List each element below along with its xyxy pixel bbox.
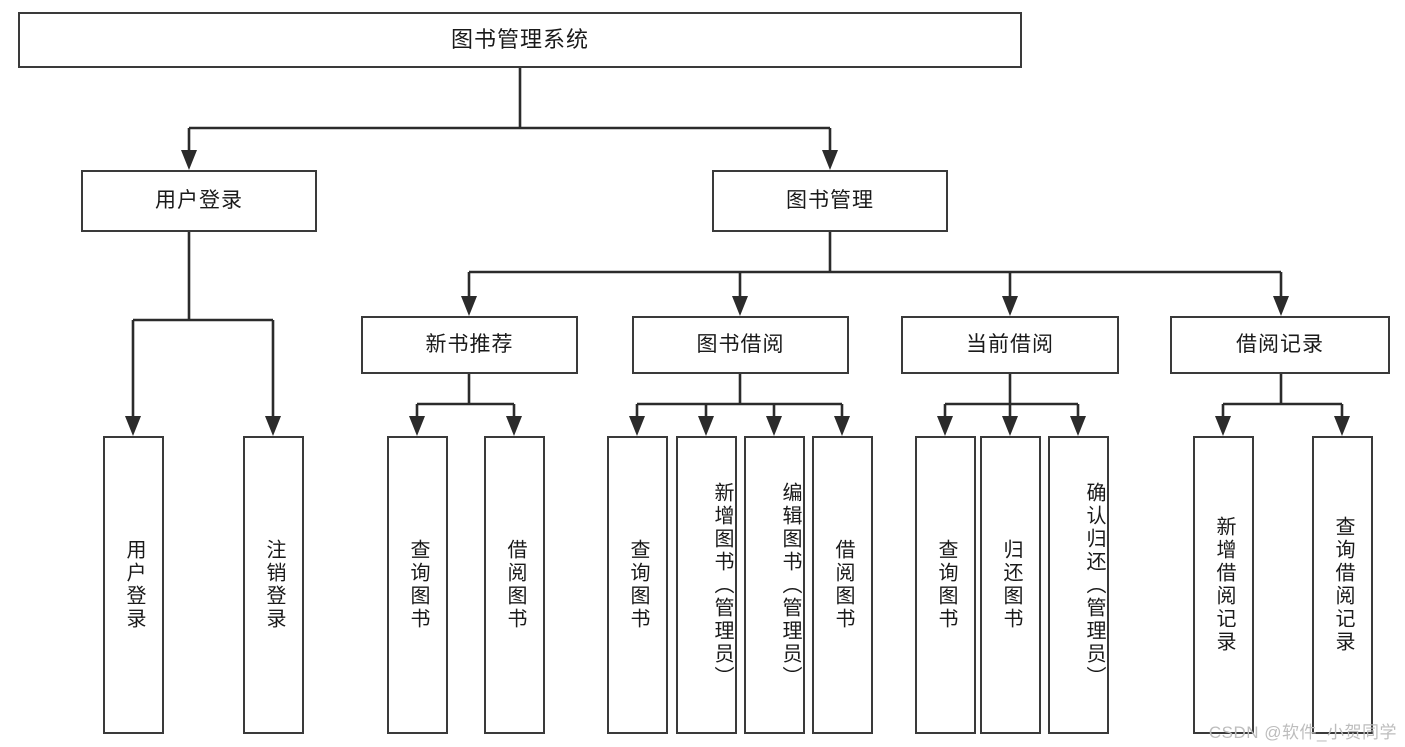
leaf-book-borrow-add[interactable]: 新增图书（管理员） (676, 436, 737, 734)
leaf-current-borrow-return[interactable]: 归还图书 (980, 436, 1041, 734)
leaf-book-borrow-edit[interactable]: 编辑图书（管理员） (744, 436, 805, 734)
leaf-user-login-logout[interactable]: 注销登录 (243, 436, 304, 734)
node-new-book-recommend[interactable]: 新书推荐 (361, 316, 578, 374)
leaf-new-book-query[interactable]: 查询图书 (387, 436, 448, 734)
leaf-new-book-borrow[interactable]: 借阅图书 (484, 436, 545, 734)
node-current-borrow[interactable]: 当前借阅 (901, 316, 1119, 374)
node-user-login[interactable]: 用户登录 (81, 170, 317, 232)
node-book-management[interactable]: 图书管理 (712, 170, 948, 232)
leaf-current-borrow-confirm-return[interactable]: 确认归还（管理员） (1048, 436, 1109, 734)
leaf-user-login-login[interactable]: 用户登录 (103, 436, 164, 734)
node-book-borrow[interactable]: 图书借阅 (632, 316, 849, 374)
leaf-borrow-record-query[interactable]: 查询借阅记录 (1312, 436, 1373, 734)
leaf-current-borrow-query[interactable]: 查询图书 (915, 436, 976, 734)
leaf-book-borrow-borrow[interactable]: 借阅图书 (812, 436, 873, 734)
watermark-text: CSDN @软件_小贺同学 (1208, 723, 1397, 742)
leaf-borrow-record-add[interactable]: 新增借阅记录 (1193, 436, 1254, 734)
node-root[interactable]: 图书管理系统 (18, 12, 1022, 68)
node-borrow-record[interactable]: 借阅记录 (1170, 316, 1390, 374)
leaf-book-borrow-query[interactable]: 查询图书 (607, 436, 668, 734)
